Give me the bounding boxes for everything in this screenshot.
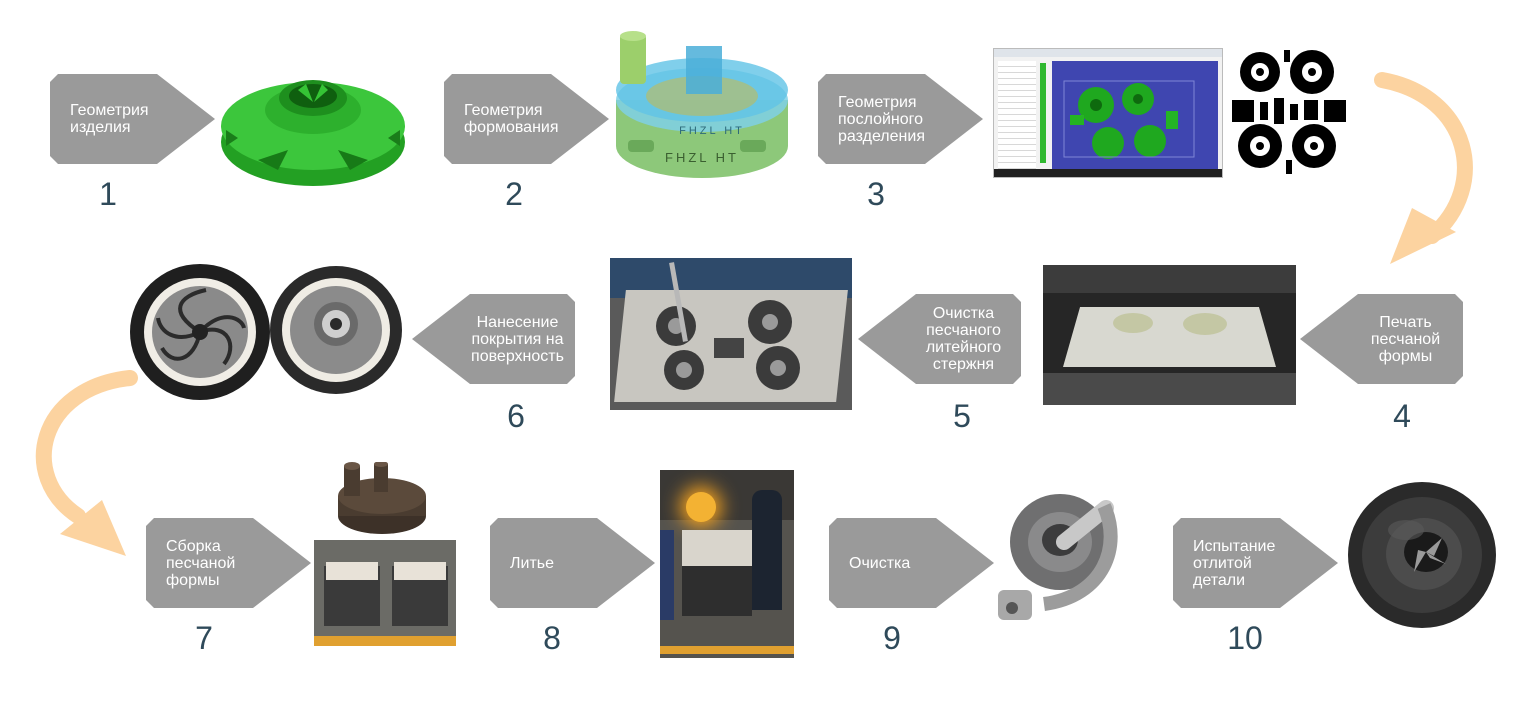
step-8-label: Литье (510, 554, 554, 572)
step-6-tag: Нанесение покрытия на поверхность (412, 294, 575, 384)
step-10-tag: Испытание отлитой детали (1173, 518, 1338, 608)
curved-flow-arrow-icon (1374, 72, 1473, 264)
sand-mold-printing-photo (1043, 265, 1296, 405)
step-1-number: 1 (99, 176, 117, 212)
step-7-label: Сборка песчаной формы (166, 537, 236, 589)
cleaned-casting-photo (998, 494, 1118, 620)
mold-engraving-lower: FHZL HT (665, 150, 739, 165)
step-2-label: Геометрия формования (464, 102, 559, 136)
sand-core-cleaning-photo (610, 258, 852, 410)
layer-slice-pattern (1232, 50, 1346, 174)
step-6-number: 6 (507, 398, 525, 434)
step-9-number: 9 (883, 620, 901, 656)
step-6-label: Нанесение покрытия на поверхность (471, 313, 564, 365)
step-7-tag: Сборка песчаной формы (146, 518, 311, 608)
step-10-label: Испытание отлитой детали (1193, 537, 1276, 589)
step-9-label: Очистка (849, 554, 911, 572)
step-3-number: 3 (867, 176, 885, 212)
step-5-label: Очистка песчаного литейного стержня (925, 305, 1002, 373)
step-8-tag: Литье (490, 518, 655, 608)
mold-geometry-model: FHZL HT FHZL HT (616, 31, 788, 178)
step-3-label: Геометрия послойного разделения (838, 93, 925, 145)
step-1-tag: Геометрия изделия (50, 74, 215, 164)
slicing-software-screenshot (993, 48, 1223, 178)
step-4-number: 4 (1393, 398, 1411, 434)
step-3-tag: Геометрия послойного разделения (818, 74, 983, 164)
mold-core-model (338, 462, 426, 534)
step-9-tag: Очистка (829, 518, 994, 608)
step-4-label: Печать песчаной формы (1370, 313, 1441, 365)
step-5-tag: Очистка песчаного литейного стержня (858, 294, 1021, 384)
step-1-label: Геометрия изделия (70, 102, 149, 136)
step-4-tag: Печать песчаной формы (1300, 294, 1463, 384)
mold-assembly-photo (314, 540, 456, 646)
step-2-tag: Геометрия формования (444, 74, 609, 164)
coated-mold-halves-photo (130, 264, 402, 400)
step-10-number: 10 (1227, 620, 1263, 656)
tested-impeller-photo (1348, 482, 1496, 628)
step-7-number: 7 (195, 620, 213, 656)
step-2-number: 2 (505, 176, 523, 212)
curved-flow-arrow-icon (35, 370, 138, 556)
step-5-number: 5 (953, 398, 971, 434)
mold-engraving-upper: FHZL HT (679, 125, 745, 137)
casting-pour-photo (660, 470, 794, 658)
step-8-number: 8 (543, 620, 561, 656)
green-impeller-model (221, 80, 405, 186)
